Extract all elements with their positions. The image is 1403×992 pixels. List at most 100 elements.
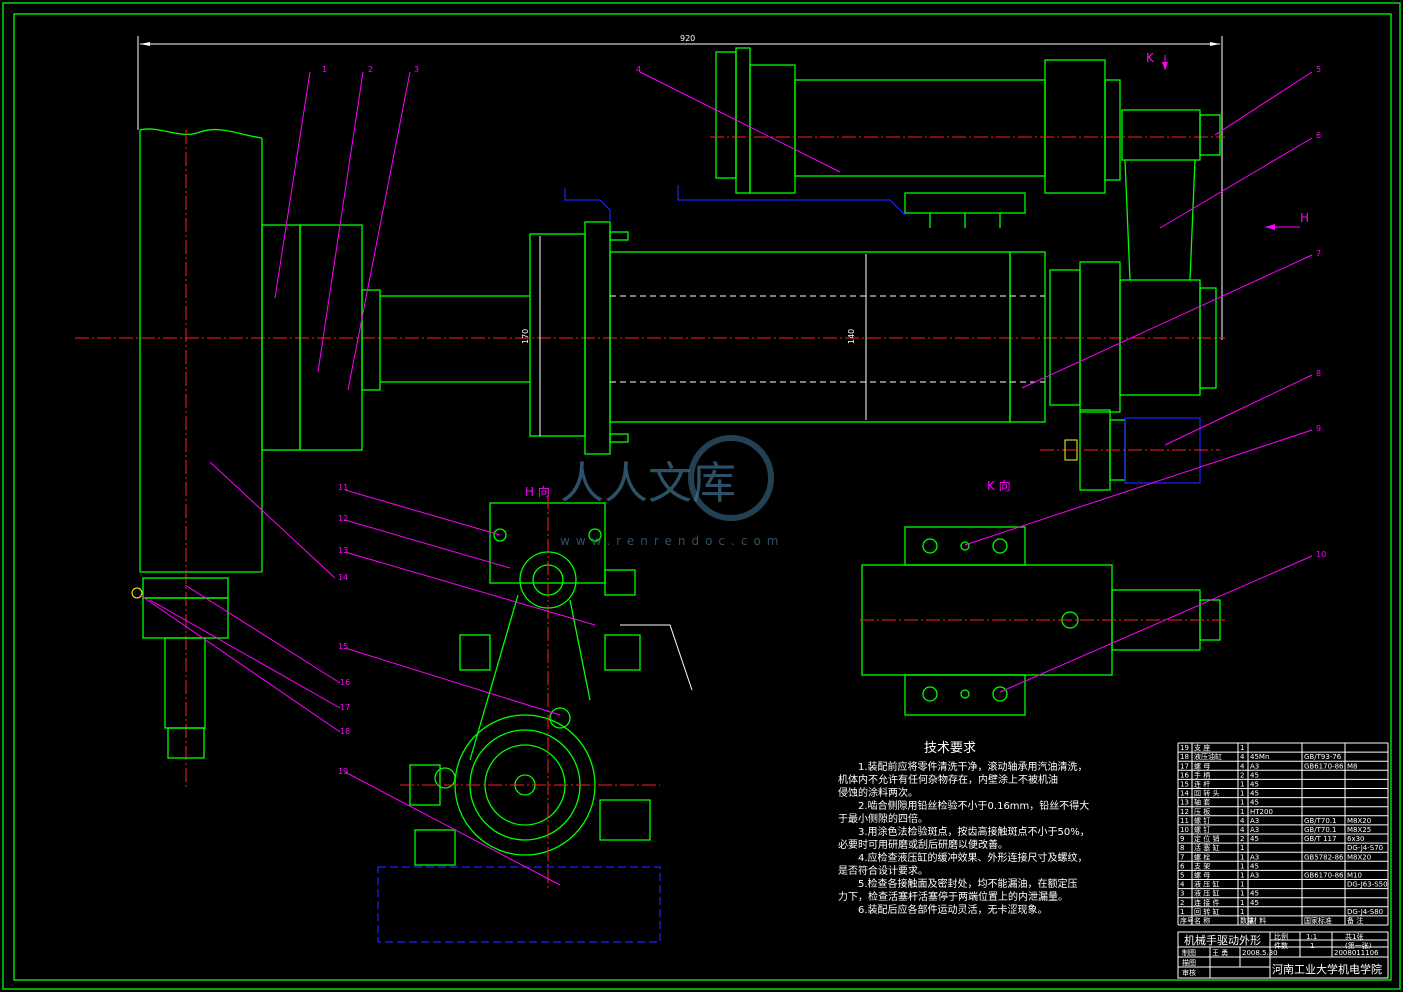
k-arrow-label: K: [1146, 51, 1155, 65]
bom-cell-name: 连 接 件: [1194, 898, 1219, 907]
bom-cell-no: 6: [1180, 862, 1185, 870]
svg-text:(第一张): (第一张): [1345, 941, 1372, 950]
bom-cell-qty: 1: [1240, 799, 1244, 807]
title-block: 机械手驱动外形 比例 1:1 件数 1 共1张 (第一张) 2008011106…: [1177, 931, 1389, 979]
technical-requirements: 技术要求 1.装配前应将零件清洗干净，滚动轴承用汽油清洗， 机体内不允许有任何杂…: [838, 741, 1090, 916]
part-label-4: 4: [636, 65, 641, 74]
bom-cell-qty: 2: [1240, 835, 1244, 843]
bom-cell-no: 4: [1180, 881, 1185, 889]
svg-text:5.检查各接触面及密封处，均不能漏油，在额定压: 5.检查各接触面及密封处，均不能漏油，在额定压: [858, 877, 1078, 890]
svg-text:2.啮合侧隙用铅丝检验不小于0.16mm，铅丝不得大: 2.啮合侧隙用铅丝检验不小于0.16mm，铅丝不得大: [858, 799, 1089, 812]
bom-header-name: 名 称: [1194, 916, 1210, 925]
part-label-15: 15: [338, 642, 348, 651]
bom-cell-mat: 45: [1250, 862, 1259, 870]
svg-text:共1张: 共1张: [1345, 932, 1363, 941]
svg-text:必要时可用研磨或刮后研磨以便改善。: 必要时可用研磨或刮后研磨以便改善。: [838, 838, 1008, 851]
bom-cell-mat: A3: [1250, 817, 1259, 825]
part-label-19: 19: [338, 767, 348, 776]
bom-cell-name: 螺 栓: [1194, 852, 1210, 861]
bom-cell-name: 压 板: [1194, 807, 1210, 816]
bom-cell-qty: 1: [1240, 881, 1244, 889]
svg-text:4.应检查液压缸的缓冲效果、外形连接尺寸及螺纹，: 4.应检查液压缸的缓冲效果、外形连接尺寸及螺纹，: [858, 851, 1088, 864]
part-label-11: 11: [338, 483, 348, 492]
leader-lines: [139, 55, 1313, 886]
part-label-12: 12: [338, 514, 348, 523]
bom-cell-name: 手 柄: [1194, 770, 1210, 779]
part-label-9: 9: [1316, 424, 1321, 433]
svg-text:2008.5.30: 2008.5.30: [1242, 949, 1278, 957]
svg-text:1.装配前应将零件清洗干净，滚动轴承用汽油清洗，: 1.装配前应将零件清洗干净，滚动轴承用汽油清洗，: [858, 760, 1088, 773]
bom-cell-qty: 1: [1240, 862, 1244, 870]
bom-cell-name: 连 杆: [1194, 780, 1210, 789]
bom-cell-mat: 45: [1250, 899, 1259, 907]
bom-cell-note: 6x30: [1347, 835, 1365, 843]
dim-170: 170: [521, 329, 530, 344]
bom-header-note: 备 注: [1347, 916, 1363, 925]
school-name: 河南工业大学机电学院: [1272, 962, 1382, 976]
svg-text:描图: 描图: [1182, 958, 1196, 967]
bom-cell-std: GB/T70.1: [1304, 817, 1336, 825]
bom-cell-std: GB6170-86: [1304, 762, 1344, 770]
bom-cell-no: 18: [1180, 753, 1189, 761]
bom-cell-qty: 1: [1240, 744, 1244, 752]
bom-cell-mat: 45: [1250, 835, 1259, 843]
bom-cell-qty: 4: [1240, 753, 1245, 761]
part-label-5: 5: [1316, 65, 1321, 74]
svg-text:1:1: 1:1: [1306, 933, 1317, 941]
bom-cell-no: 2: [1180, 899, 1184, 907]
svg-text:6.装配后应各部件运动灵活，无卡涩现象。: 6.装配后应各部件运动灵活，无卡涩现象。: [858, 903, 1048, 916]
h-view-label: H 向: [525, 484, 550, 499]
part-label-2: 2: [368, 65, 373, 74]
bom-cell-note: DG-J4-S80: [1347, 908, 1383, 916]
bom-header-std: 国家标准: [1304, 916, 1332, 925]
svg-text:制图: 制图: [1182, 948, 1196, 957]
bom-cell-name: 液压油缸: [1194, 752, 1222, 761]
bom-cell-name: 液 压 缸: [1194, 880, 1219, 889]
part-label-14: 14: [338, 573, 348, 582]
bom-cell-no: 7: [1180, 853, 1184, 861]
k-view-label: K 向: [987, 478, 1011, 493]
bom-cell-no: 11: [1180, 817, 1189, 825]
watermark-url: www.renrendoc.com: [560, 534, 784, 548]
bom-cell-mat: 45: [1250, 781, 1259, 789]
h-arrow-label: H: [1300, 211, 1309, 225]
svg-text:审核: 审核: [1182, 968, 1196, 977]
h-view: [377, 495, 693, 943]
bom-cell-qty: 1: [1240, 790, 1244, 798]
bom-cell-qty: 1: [1240, 781, 1244, 789]
svg-text:1: 1: [1310, 942, 1314, 950]
k-view: [860, 526, 1225, 716]
bom-header-qty: 数量: [1240, 916, 1254, 925]
overall-dimension: 920: [137, 34, 1223, 340]
bom-cell-mat: 45: [1250, 799, 1259, 807]
bom-cell-mat: 45: [1250, 790, 1259, 798]
bom-cell-name: 支 架: [1194, 861, 1210, 870]
bom-cell-no: 14: [1180, 790, 1189, 798]
bom-cell-name: 定 位 销: [1194, 834, 1219, 843]
bom-cell-note: M10: [1347, 872, 1362, 880]
bom-cell-name: 支 座: [1194, 743, 1210, 752]
bom-cell-qty: 1: [1240, 908, 1244, 916]
part-label-8: 8: [1316, 369, 1321, 378]
drawing-number: 2008011106: [1334, 949, 1379, 957]
bom-cell-no: 9: [1180, 835, 1184, 843]
bom-cell-no: 1: [1180, 908, 1184, 916]
bom-cell-qty: 4: [1240, 826, 1245, 834]
bom-cell-no: 15: [1180, 781, 1189, 789]
bom-cell-name: 螺 母: [1194, 761, 1210, 770]
bom-cell-qty: 1: [1240, 872, 1244, 880]
bom-cell-no: 17: [1180, 762, 1189, 770]
svg-text:王 勇: 王 勇: [1212, 948, 1228, 957]
svg-text:3.用涂色法检验斑点，按齿高接触斑点不小于50%，: 3.用涂色法检验斑点，按齿高接触斑点不小于50%，: [858, 825, 1090, 838]
bom-cell-note: DG-J4-S70: [1347, 844, 1383, 852]
bom-cell-note: M8X20: [1347, 853, 1371, 861]
drawing-title: 机械手驱动外形: [1184, 933, 1261, 947]
bom-cell-mat: A3: [1250, 872, 1259, 880]
dim-140: 140: [847, 329, 856, 344]
part-label-3: 3: [414, 65, 419, 74]
bom-cell-qty: 1: [1240, 853, 1244, 861]
bom-cell-note: M8: [1347, 762, 1358, 770]
part-label-10: 10: [1316, 550, 1326, 559]
